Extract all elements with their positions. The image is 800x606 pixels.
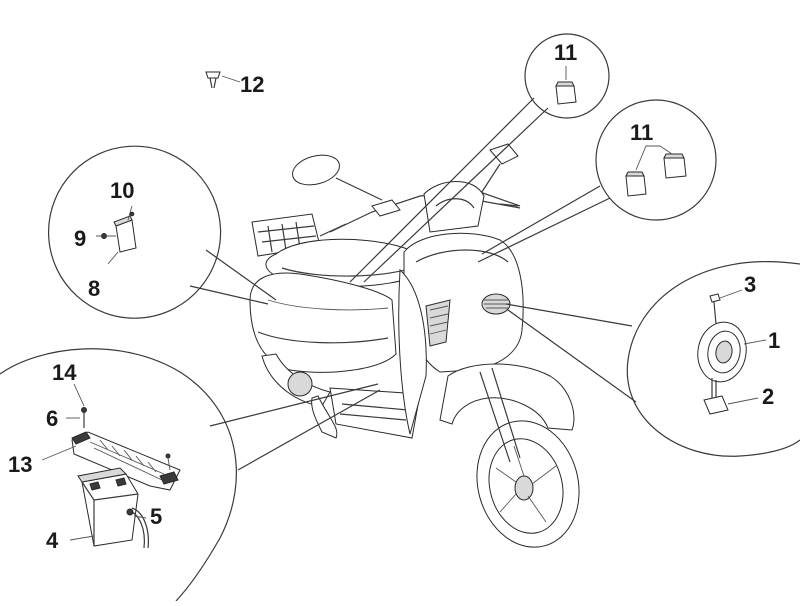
battery-terminal-part-5	[126, 507, 149, 549]
detail-circle-relay-top	[524, 33, 610, 119]
callout-2: 2	[762, 384, 774, 409]
callout-numbers: 1 2 3 4 5 6 8 9 10 11 11 12 13 14	[8, 40, 780, 553]
horn-screw-part-3	[709, 289, 743, 325]
callout-11-right: 11	[630, 120, 653, 145]
callout-8: 8	[88, 276, 100, 301]
callout-6: 6	[46, 406, 58, 431]
callout-14: 14	[52, 360, 77, 385]
detail-circles	[0, 33, 800, 602]
detail-circle-relay-bracket	[48, 145, 222, 319]
detail-circle-relays	[595, 99, 717, 221]
callout-11-top: 11	[554, 40, 577, 65]
battery-strap-part-13	[41, 431, 181, 491]
callout-5: 5	[150, 504, 162, 529]
callout-4: 4	[46, 528, 59, 553]
scooter-illustration	[249, 143, 580, 548]
callout-12: 12	[240, 72, 264, 97]
horn-part-1	[697, 321, 767, 383]
fastener-part-12	[205, 71, 241, 89]
leader-lines	[189, 97, 637, 471]
callout-1: 1	[768, 328, 780, 353]
callout-13: 13	[8, 452, 32, 477]
relay-bracket-part-8	[96, 205, 137, 265]
callout-9: 9	[74, 226, 86, 251]
battery-screw-part-6-14	[66, 383, 87, 428]
callout-3: 3	[744, 272, 756, 297]
detail-circle-battery	[0, 348, 237, 602]
relay-parts-11-pair	[625, 145, 687, 197]
relay-part-11-top	[555, 66, 577, 105]
detail-circle-horn	[626, 261, 800, 457]
horn-bracket-part-2	[703, 378, 759, 415]
callout-10: 10	[110, 178, 134, 203]
battery-part-4	[69, 467, 139, 547]
